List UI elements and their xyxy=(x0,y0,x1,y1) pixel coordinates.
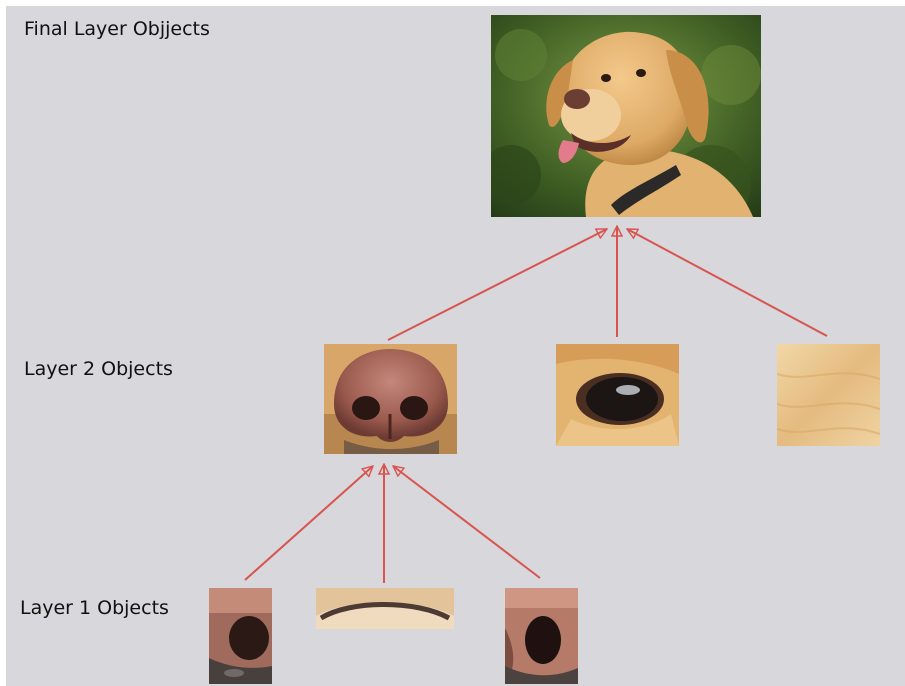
layer-1-label: Layer 1 Objects xyxy=(20,597,169,619)
lip-photo xyxy=(316,588,454,629)
dog-eye-photo xyxy=(556,344,679,446)
dog-photo xyxy=(491,15,761,217)
dog-fur-photo xyxy=(777,344,880,446)
nostril-left-photo xyxy=(209,588,272,684)
layer-2-label: Layer 2 Objects xyxy=(24,358,173,380)
nostril-right-photo xyxy=(505,588,578,684)
dog-nose-photo xyxy=(324,344,457,454)
final-layer-label: Final Layer Objjects xyxy=(24,18,210,40)
